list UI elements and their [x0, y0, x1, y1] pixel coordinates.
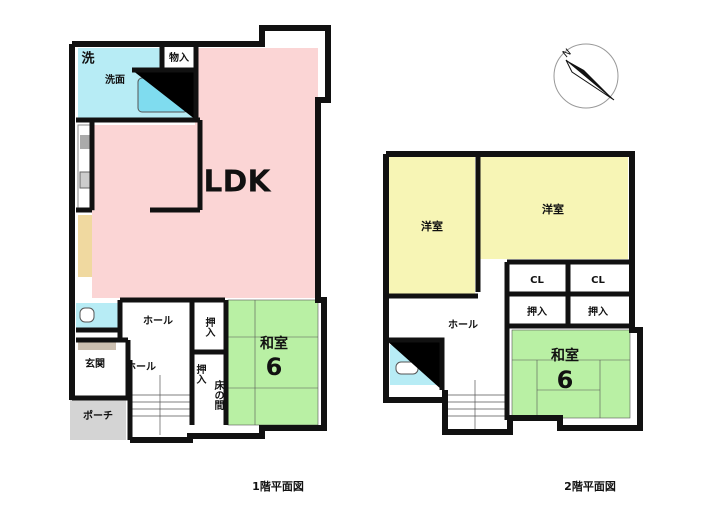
- japanese-room-1f-size: 6: [266, 353, 283, 381]
- ldk-area: [195, 48, 318, 298]
- alcove-label: 床の間: [212, 379, 224, 411]
- floor1-plan: [69, 25, 331, 443]
- stairs-2f: [448, 380, 505, 432]
- cl-label-1: CL: [530, 275, 544, 286]
- entrance-step: [78, 342, 116, 350]
- japanese-room-1f-area: [227, 299, 319, 426]
- japanese-room-2f-size: 6: [557, 366, 574, 394]
- japanese-room-2f-label: 和室: [551, 347, 579, 364]
- japanese-room-1f-label: 和室: [260, 335, 288, 352]
- western-room-b-area: [480, 157, 628, 259]
- western-room-a-area: [388, 157, 475, 294]
- toilet-icon: [79, 307, 95, 323]
- closet-label-2f-b: 押入: [588, 305, 608, 318]
- stove-icon: [80, 135, 92, 149]
- floor1-title: 1階平面図: [252, 479, 304, 493]
- cl-label-2: CL: [591, 275, 605, 286]
- japanese-room-2f-area: [511, 329, 631, 419]
- closet-label-1f-b: 押入: [194, 363, 206, 385]
- porch-area: [70, 396, 126, 440]
- washroom-label: 洗面: [105, 73, 125, 86]
- wood-floor: [78, 215, 92, 277]
- stairs-1f: [132, 375, 190, 435]
- closet-label-2f-a: 押入: [527, 305, 547, 318]
- hall-2f-label: ホール: [448, 319, 478, 331]
- compass-icon: N: [553, 43, 619, 109]
- western-room-a-label: 洋室: [421, 219, 443, 233]
- storage-label: 物入: [169, 51, 189, 64]
- ldk-label: LDK: [203, 165, 272, 200]
- western-room-b-label: 洋室: [542, 202, 564, 216]
- floor2-title: 2階平面図: [564, 479, 616, 493]
- floor2-plan: [383, 151, 643, 435]
- closet-label-1f-a: 押入: [203, 316, 215, 338]
- hall-label-2: ホール: [126, 361, 156, 373]
- hall-label-1: ホール: [143, 315, 173, 327]
- entrance-label: 玄関: [85, 357, 105, 370]
- wash-icon-label: 洗: [81, 51, 94, 67]
- porch-label: ポーチ: [83, 409, 113, 422]
